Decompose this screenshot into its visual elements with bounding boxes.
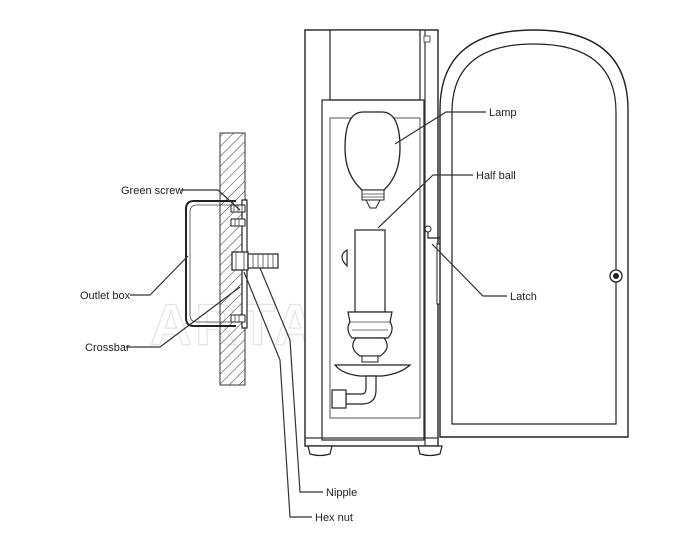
label-latch: Latch [510,291,537,303]
label-hex-nut: Hex nut [315,512,353,524]
label-lamp: Lamp [489,107,517,119]
lamp-bulb [344,111,401,209]
base-cup [331,364,412,409]
nipple [247,253,279,269]
label-crossbar: Crossbar [85,342,130,354]
hex-nut [231,251,249,271]
candle-socket [347,229,393,363]
label-nipple: Nipple [326,487,357,499]
door-knob [609,269,623,283]
lower-screw [230,314,246,323]
door [439,29,629,438]
leader-lines [126,111,507,518]
label-outlet-box: Outlet box [80,290,131,302]
half-ball [341,248,348,268]
lantern-feet [307,445,443,457]
label-green-screw: Green screw [121,185,183,197]
label-half-ball: Half ball [476,170,516,182]
